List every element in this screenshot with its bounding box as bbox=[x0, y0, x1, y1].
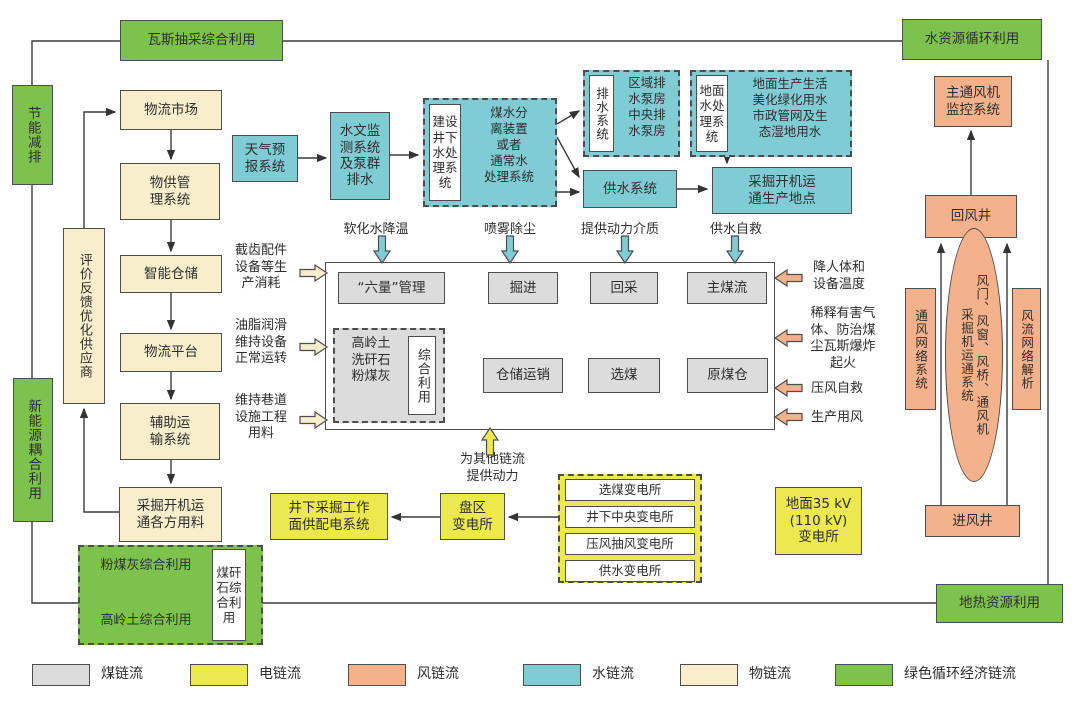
kaolin-label: 高岭土综合利用 bbox=[100, 613, 192, 628]
gangue-box: 煤矸石综合利用 bbox=[212, 549, 246, 641]
ventilation-facilities-label: 风门、风窗、风桥、通风机 bbox=[974, 274, 990, 436]
water-flow-arrow-icon bbox=[725, 235, 745, 265]
drainage-system-box: 排水系统 bbox=[589, 75, 614, 152]
separation-label: 煤水分 离装置 或者 通常水 处理系统 bbox=[483, 105, 534, 184]
green-swatch-icon bbox=[835, 664, 893, 686]
material-swatch-icon bbox=[680, 664, 738, 686]
legend-power-label: 电链流 bbox=[259, 666, 301, 683]
ventilation-facilities-ellipse: 采掘机运通系统 风门、风窗、风桥、通风机 bbox=[945, 228, 1003, 482]
surface-substation-box: 地面35 kV (110 kV) 变电所 bbox=[775, 487, 862, 555]
water-flow-arrow-icon bbox=[615, 235, 635, 265]
central-substation-box: 井下中央变电所 bbox=[565, 506, 695, 528]
materials-box: 采掘开机运 通各方用料 bbox=[119, 487, 222, 542]
storage-sales-box: 仓储运销 bbox=[483, 358, 563, 393]
material-flow-arrow-icon bbox=[299, 263, 329, 283]
logistics-market-box: 物流市场 bbox=[120, 90, 222, 130]
coal-swatch-icon bbox=[32, 664, 90, 686]
surface-water-use-label: 地面生产生活 美化绿化用水 市政管网及生 态湿地用水 bbox=[752, 76, 828, 139]
byproducts-label: 高岭土 洗矸石 粉煤灰 bbox=[351, 336, 391, 385]
supply-management-box: 物供管 理系统 bbox=[120, 163, 220, 220]
underground-treatment-box: 建设井下水处理系统 bbox=[429, 104, 461, 201]
legend-item-material: 物链流 bbox=[680, 664, 791, 686]
legend-item-water: 水链流 bbox=[523, 664, 634, 686]
main-coal-flow-box: 主煤流 bbox=[687, 272, 767, 304]
fly-ash-label: 粉煤灰综合利用 bbox=[100, 558, 192, 573]
water-supply-box: 供水系统 bbox=[583, 170, 677, 208]
feedback-supplier-label: 评价反馈优化供应商 bbox=[76, 253, 92, 379]
air-rescue-label: 压风自救 bbox=[810, 381, 863, 396]
energy-saving-label: 节能减排 bbox=[24, 106, 41, 164]
coal-washing-box: 选煤 bbox=[588, 358, 660, 393]
aux-transport-box: 辅助运 输系统 bbox=[120, 403, 220, 460]
weather-forecast-box: 天气预 报系统 bbox=[232, 135, 298, 182]
wind-swatch-icon bbox=[348, 664, 406, 686]
district-substation-box: 盘区 变电所 bbox=[440, 493, 505, 540]
legend-water-label: 水链流 bbox=[592, 666, 634, 683]
logistics-platform-box: 物流平台 bbox=[120, 333, 222, 372]
water-rescue-label: 供水自救 bbox=[709, 222, 762, 237]
spray-dust-label: 喷雾除尘 bbox=[483, 222, 536, 237]
legend-item-power: 电链流 bbox=[190, 664, 301, 686]
tunneling-box: 掘进 bbox=[488, 272, 558, 304]
material-flow-arrow-icon bbox=[299, 337, 329, 357]
water-flow-arrow-icon bbox=[372, 235, 392, 265]
washing-substation-box: 选煤变电所 bbox=[565, 479, 695, 501]
legend-coal-label: 煤链流 bbox=[101, 666, 143, 683]
legend-item-wind: 风链流 bbox=[348, 664, 459, 686]
new-energy-label: 新能源耦合利用 bbox=[25, 399, 42, 501]
power-medium-label: 提供动力介质 bbox=[580, 222, 659, 237]
six-quantity-box: “六量”管理 bbox=[338, 272, 445, 304]
production-wind-label: 生产用风 bbox=[810, 410, 863, 425]
raw-coal-bunker-box: 原煤仓 bbox=[687, 358, 768, 393]
mining-transport-system-label: 采掘机运通系统 bbox=[959, 307, 974, 403]
power-swatch-icon bbox=[190, 664, 248, 686]
smart-warehouse-box: 智能仓储 bbox=[120, 255, 222, 293]
intake-air-shaft-box: 进风井 bbox=[925, 505, 1020, 537]
wind-flow-arrow-icon bbox=[773, 268, 803, 288]
energy-saving-box: 节能减排 bbox=[12, 85, 53, 185]
power-for-chains-label: 为其他链流 提供动力 bbox=[459, 452, 525, 484]
grease-label: 油脂润滑 维持设备 正常运转 bbox=[234, 318, 287, 367]
power-flow-arrow-icon bbox=[480, 426, 500, 456]
feedback-supplier-box: 评价反馈优化供应商 bbox=[63, 228, 105, 404]
material-flow-arrow-icon bbox=[299, 410, 329, 430]
mining-box: 回采 bbox=[590, 272, 658, 304]
cutting-parts-label: 截齿配件 设备等生 产消耗 bbox=[234, 243, 287, 292]
legend-item-coal: 煤链流 bbox=[32, 664, 143, 686]
gas-utilization-box: 瓦斯抽采综合利用 bbox=[120, 20, 283, 61]
new-energy-box: 新能源耦合利用 bbox=[13, 378, 53, 522]
legend-green-label: 绿色循环经济链流 bbox=[904, 666, 1016, 683]
legend-item-green: 绿色循环经济链流 bbox=[835, 664, 1016, 686]
airflow-analysis-label: 风流网络解析 bbox=[1019, 308, 1035, 390]
roadway-label: 维持巷道 设施工程 用料 bbox=[234, 393, 287, 442]
main-fan-monitor-box: 主通风机 监控系统 bbox=[934, 76, 1012, 127]
comprehensive-use-box: 综合利用 bbox=[408, 336, 436, 415]
temperature-label: 降人体和 设备温度 bbox=[812, 260, 865, 292]
dilute-gas-label: 稀释有害气 体、防治煤 尘瓦斯爆炸 起火 bbox=[810, 306, 876, 371]
air-substation-box: 压风抽风变电所 bbox=[565, 533, 695, 555]
surface-treatment-box: 地面水处理系统 bbox=[696, 75, 728, 152]
water-swatch-icon bbox=[523, 664, 581, 686]
water-substation-box: 供水变电所 bbox=[565, 560, 695, 582]
hydrology-monitor-box: 水文监 测系统 及泵群 排水 bbox=[330, 112, 390, 200]
comprehensive-use-label: 综合利用 bbox=[414, 347, 430, 404]
drainage-system-label: 排水系统 bbox=[594, 86, 610, 141]
ventilation-network-box: 通风网络系统 bbox=[905, 288, 936, 410]
soften-water-label: 软化水降温 bbox=[343, 222, 409, 237]
geothermal-box: 地热资源利用 bbox=[936, 584, 1063, 623]
wind-flow-arrow-icon bbox=[773, 378, 803, 398]
legend-wind-label: 风链流 bbox=[417, 666, 459, 683]
wind-flow-arrow-icon bbox=[773, 328, 803, 348]
ventilation-network-label: 通风网络系统 bbox=[913, 308, 929, 390]
water-flow-arrow-icon bbox=[500, 235, 520, 265]
water-recycling-box: 水资源循环利用 bbox=[902, 19, 1042, 60]
pump-rooms-label: 区域排 水泵房 中央排 水泵房 bbox=[628, 75, 666, 138]
wind-flow-arrow-icon bbox=[773, 407, 803, 427]
legend-material-label: 物链流 bbox=[749, 666, 791, 683]
production-site-box: 采掘开机运 通生产地点 bbox=[712, 167, 852, 214]
working-face-power-box: 井下采掘工作 面供配电系统 bbox=[270, 493, 388, 540]
airflow-analysis-box: 风流网络解析 bbox=[1012, 288, 1041, 410]
